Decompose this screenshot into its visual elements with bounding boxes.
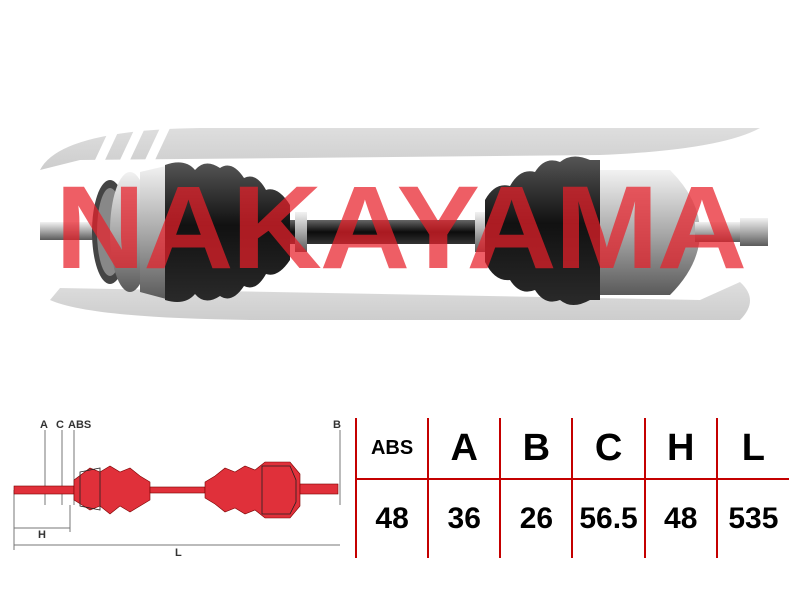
value-b: 26: [499, 479, 573, 558]
header-c: C: [571, 418, 645, 480]
value-h: 48: [643, 479, 717, 558]
drive-shaft: [290, 220, 490, 244]
header-a: A: [427, 418, 501, 480]
watermark-text: NAKAYAMA: [55, 162, 745, 294]
dimension-table: ABS A B C H L 48 36 26 56.5 48 535: [354, 418, 789, 558]
value-l: 535: [715, 479, 789, 558]
schematic-label-a: A: [40, 419, 48, 431]
outer-cv-joint: [40, 165, 170, 300]
schematic-label-b: B: [333, 419, 341, 431]
outer-boot: [165, 162, 290, 302]
schematic-label-h: H: [38, 529, 46, 541]
schematic-shaft: [13, 461, 339, 519]
inner-boot: [485, 156, 600, 305]
product-photo: [40, 128, 768, 320]
schematic-label-c: C: [56, 419, 64, 431]
header-h: H: [643, 418, 717, 480]
header-abs: ABS: [354, 418, 429, 480]
value-abs: 48: [354, 479, 429, 558]
schematic-label-abs: ABS: [68, 419, 91, 431]
value-c: 56.5: [571, 479, 645, 558]
table-value-row: 48 36 26 56.5 48 535: [354, 479, 789, 558]
table-header-row: ABS A B C H L: [354, 418, 789, 480]
inner-cv-joint: [600, 170, 768, 295]
header-b: B: [499, 418, 573, 480]
schematic-drawing: A C ABS B H L: [13, 419, 341, 559]
brand-watermark: NAKAYAMA: [55, 162, 747, 294]
header-l: L: [715, 418, 789, 480]
schematic-label-l: L: [175, 547, 182, 559]
value-a: 36: [427, 479, 501, 558]
